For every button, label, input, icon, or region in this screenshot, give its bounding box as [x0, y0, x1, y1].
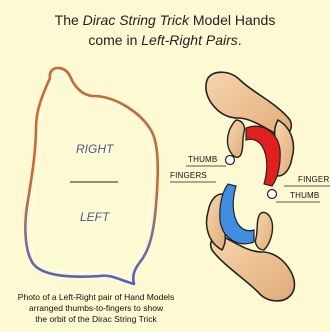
caption-line-3: the orbit of the Dirac String Trick — [6, 314, 186, 325]
caption-line-2: arranged thumbs-to-fingers to show — [6, 303, 186, 314]
upper-hand-thumb — [227, 120, 244, 157]
label-right: RIGHT — [76, 142, 113, 156]
label-thumb-right: THUMB — [290, 191, 319, 200]
label-fingers-left: FINGERS — [170, 171, 207, 180]
thumb-knob-upper — [226, 156, 235, 165]
caption-line-1: Photo of a Left-Right pair of Hand Model… — [6, 292, 186, 303]
flat-hand-model — [25, 68, 157, 284]
hand-pair-model — [170, 72, 330, 301]
thumb-knob-lower — [268, 190, 277, 199]
hand-outline-inner — [30, 74, 153, 279]
photo-caption: Photo of a Left-Right pair of Hand Model… — [6, 292, 186, 325]
label-fingers-right: FINGER — [298, 175, 329, 184]
label-left: LEFT — [80, 210, 109, 224]
label-thumb-upper: THUMB — [188, 155, 217, 164]
lower-hand-thumb — [255, 212, 272, 250]
